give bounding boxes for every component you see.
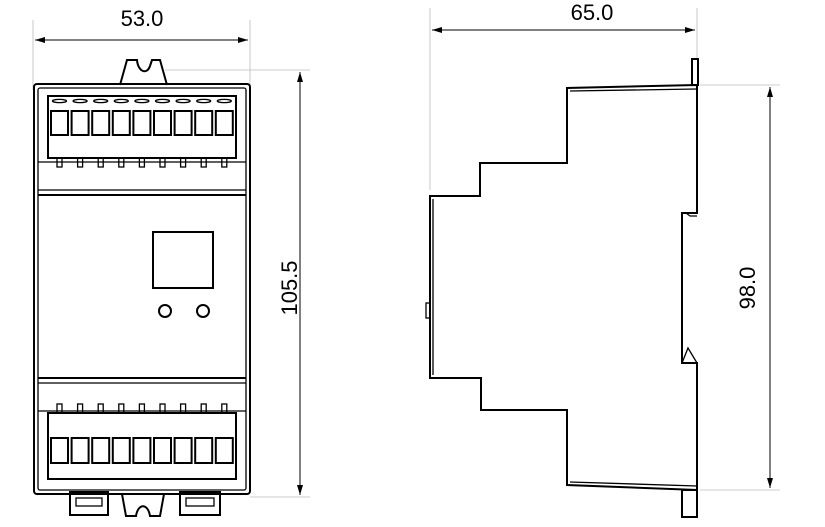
terminal-top (153, 110, 172, 136)
terminal-pin-top (97, 157, 104, 168)
terminal-pin-bottom (179, 403, 187, 414)
terminal-screw-top (196, 98, 212, 104)
din-clip-bottom (121, 493, 165, 517)
terminal-screw-top (93, 98, 109, 104)
terminal-bottom (50, 437, 69, 464)
terminal-bottom (132, 437, 152, 464)
terminal-pin-bottom (56, 403, 63, 414)
terminal-top (111, 110, 131, 136)
terminal-top (214, 110, 234, 136)
terminal-screw-top (113, 98, 129, 104)
front-view: 53.0 105.5 (32, 6, 310, 517)
terminal-screw-top (51, 98, 68, 104)
top-flange (691, 58, 699, 86)
terminal-pin-top (221, 157, 228, 168)
terminal-pin-top (200, 157, 207, 168)
terminal-pin-top (179, 157, 187, 168)
terminal-bottom (111, 437, 131, 464)
terminal-pin-bottom (159, 403, 166, 414)
terminal-top (132, 110, 152, 136)
height-label: 105.5 (277, 260, 302, 315)
terminal-bottom (214, 437, 234, 464)
terminal-bottom (173, 437, 193, 464)
width-label: 53.0 (121, 6, 164, 31)
depth-label: 65.0 (571, 0, 614, 25)
side-clip (425, 302, 431, 319)
foot-right (179, 491, 221, 516)
terminal-pin-bottom (97, 403, 104, 414)
terminal-pin-top (118, 157, 125, 168)
terminal-pin-bottom (221, 403, 228, 414)
terminal-top (194, 110, 214, 136)
terminal-screw-top (216, 98, 232, 104)
terminal-top (91, 110, 111, 136)
din-clip-top (119, 59, 168, 86)
terminal-screw-top (154, 98, 171, 104)
side-profile (429, 83, 698, 492)
housing (33, 83, 251, 495)
terminal-bottom (91, 437, 111, 464)
side-height-label: 98.0 (735, 267, 760, 310)
terminal-pin-top (138, 157, 146, 168)
terminal-screw-top (72, 98, 88, 104)
terminal-pin-top (159, 157, 166, 168)
terminal-pin-bottom (138, 403, 146, 414)
terminal-block-top (47, 95, 237, 159)
terminal-top (50, 110, 69, 136)
terminal-pin-bottom (200, 403, 207, 414)
terminal-pin-bottom (76, 403, 84, 414)
terminal-bottom (153, 437, 172, 464)
terminal-pin-top (76, 157, 84, 168)
button-2 (196, 304, 210, 318)
button-1 (158, 304, 172, 318)
terminal-pin-bottom (118, 403, 125, 414)
terminal-top (70, 110, 90, 136)
terminal-screw-top (175, 98, 191, 104)
display (152, 231, 214, 289)
terminal-bottom (70, 437, 90, 464)
side-view: 65.0 98.0 (425, 0, 780, 518)
terminal-bottom (194, 437, 214, 464)
terminal-block-bottom (47, 412, 237, 480)
bottom-flange (681, 489, 698, 518)
terminal-top (173, 110, 193, 136)
foot-left (69, 491, 109, 516)
terminal-pin-top (56, 157, 63, 168)
terminal-screw-top (134, 98, 150, 104)
